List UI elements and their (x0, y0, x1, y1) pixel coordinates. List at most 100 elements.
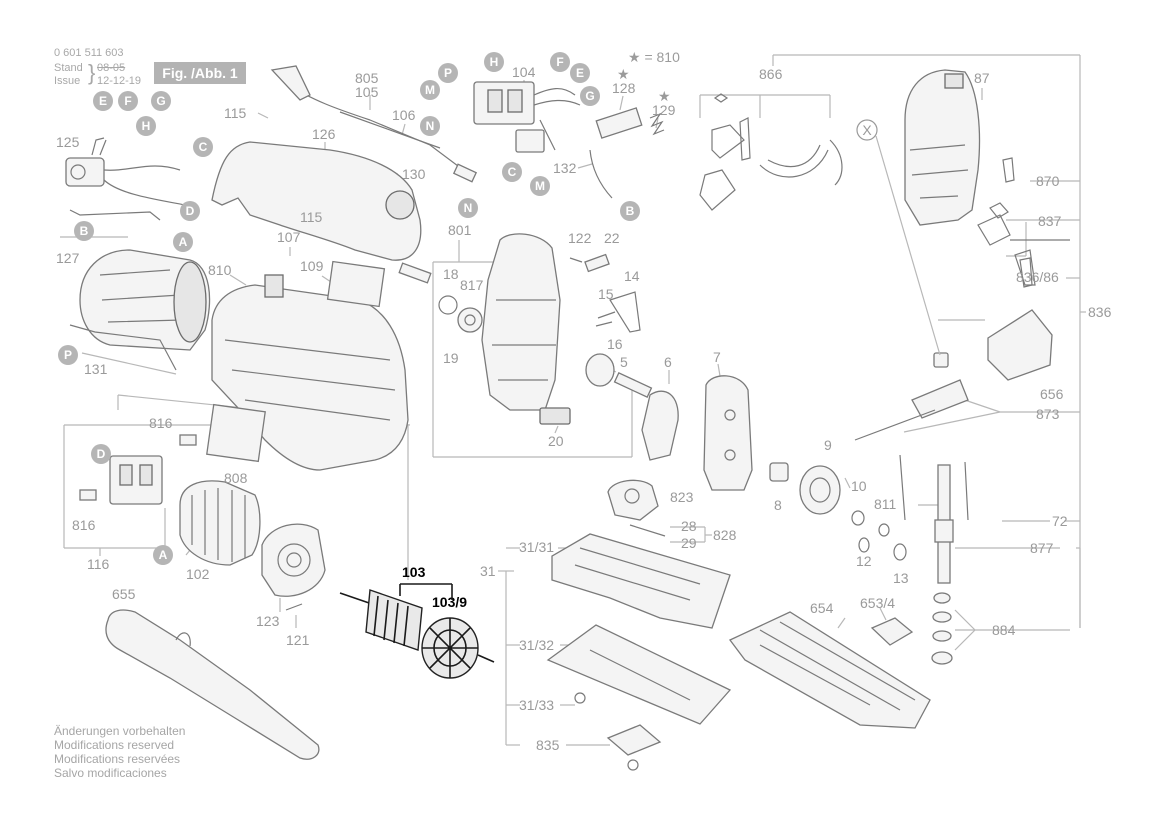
callout-a-left: A (173, 232, 193, 252)
callout-m-mid: M (530, 176, 550, 196)
label-18: 18 (443, 266, 459, 282)
part-123-endshield (261, 523, 326, 611)
label-823: 823 (670, 489, 694, 505)
note-de: Änderungen vorbehalten (54, 724, 186, 738)
callout-c-mid: C (502, 162, 522, 182)
star-icon: ★ (617, 66, 630, 82)
callout-x: X (856, 119, 878, 141)
svg-text:P: P (64, 348, 72, 362)
label-5: 5 (620, 354, 628, 370)
callout-d-low: D (91, 444, 111, 464)
label-836: 836 (1088, 304, 1112, 320)
callout-h-left: H (136, 116, 156, 136)
label-656: 656 (1040, 386, 1064, 402)
part-3133-835 (574, 692, 662, 771)
callout-g-left: G (151, 91, 171, 111)
svg-text:N: N (426, 119, 435, 133)
svg-text:E: E (576, 66, 584, 80)
svg-text:F: F (556, 55, 563, 69)
brace-icon: } (88, 60, 96, 85)
label-115a: 115 (224, 105, 247, 121)
label-655: 655 (112, 586, 136, 602)
label-14: 14 (624, 268, 640, 284)
label-8: 8 (774, 497, 782, 513)
label-103-9: 103/9 (432, 594, 467, 610)
label-107: 107 (277, 229, 301, 245)
label-87: 87 (974, 70, 990, 86)
label-29: 29 (681, 535, 697, 551)
part-817-bearing (398, 262, 483, 333)
svg-text:A: A (159, 548, 168, 562)
label-109: 109 (300, 258, 324, 274)
label-9: 9 (824, 437, 832, 453)
star-markers: ★ ★ (617, 66, 671, 104)
star-note: ★ = 810 (628, 49, 680, 65)
svg-text:A: A (179, 235, 188, 249)
part-upper-housing (904, 69, 981, 226)
part-866-assembly (699, 93, 843, 211)
part-5-6-7 (585, 353, 753, 491)
label-816b: 816 (72, 517, 96, 533)
part-127-cover (79, 249, 211, 351)
svg-text:C: C (199, 140, 208, 154)
label-72: 72 (1052, 513, 1068, 529)
label-106: 106 (392, 107, 416, 123)
label-102: 102 (186, 566, 210, 582)
callout-m-top: M (420, 80, 440, 100)
part-103-armature (339, 589, 495, 679)
part-102-stator (179, 480, 261, 566)
callout-c-left: C (193, 137, 213, 157)
callout-h-top: H (484, 52, 504, 72)
part-884-washers (931, 592, 953, 665)
part-9-gear (769, 462, 907, 561)
label-6: 6 (664, 354, 672, 370)
svg-text:B: B (626, 204, 635, 218)
figure-badge: Fig. /Abb. 1 (154, 62, 246, 84)
label-653-4: 653/4 (860, 595, 895, 611)
svg-text:F: F (124, 94, 131, 108)
label-22: 22 (604, 230, 620, 246)
label-884: 884 (992, 622, 1016, 638)
svg-text:G: G (585, 89, 594, 103)
label-817: 817 (460, 277, 484, 293)
label-127: 127 (56, 250, 80, 266)
callout-a-low: A (153, 545, 173, 565)
stand-label: Stand (54, 62, 83, 74)
note-en: Modifications reserved (54, 738, 175, 752)
label-877: 877 (1030, 540, 1054, 556)
star-icon: ★ (658, 88, 671, 104)
label-866: 866 (759, 66, 783, 82)
svg-text:M: M (425, 83, 435, 97)
label-131: 131 (84, 361, 108, 377)
label-811: 811 (874, 496, 897, 512)
part-6534 (870, 617, 914, 646)
part-873-roller (854, 352, 969, 441)
label-105: 105 (355, 84, 379, 100)
issue-date: 12-12-19 (97, 75, 142, 87)
callout-d-left: D (180, 201, 200, 221)
stand-date-old: 08-05 (97, 62, 126, 74)
label-31: 31 (480, 563, 496, 579)
issue-label: Issue (54, 75, 81, 87)
part-83686-lever (1019, 257, 1033, 288)
svg-text:X: X (862, 122, 872, 138)
svg-text:C: C (508, 165, 517, 179)
label-837: 837 (1038, 213, 1062, 229)
label-801: 801 (448, 222, 472, 238)
label-816a: 816 (149, 415, 173, 431)
callout-e-left: E (93, 91, 113, 111)
svg-text:G: G (156, 94, 165, 108)
label-836-86: 836/86 (1016, 269, 1059, 285)
label-128: 128 (612, 80, 636, 96)
label-7: 7 (713, 349, 721, 365)
label-20: 20 (548, 433, 564, 449)
label-16: 16 (607, 336, 623, 352)
label-122: 122 (568, 230, 592, 246)
callout-p-top: P (438, 63, 458, 83)
note-fr: Modifications reservées (54, 752, 181, 766)
label-123: 123 (256, 613, 280, 629)
part-801-gearhousing (481, 233, 571, 425)
label-19: 19 (443, 350, 459, 366)
part-3132-plate (546, 624, 732, 725)
